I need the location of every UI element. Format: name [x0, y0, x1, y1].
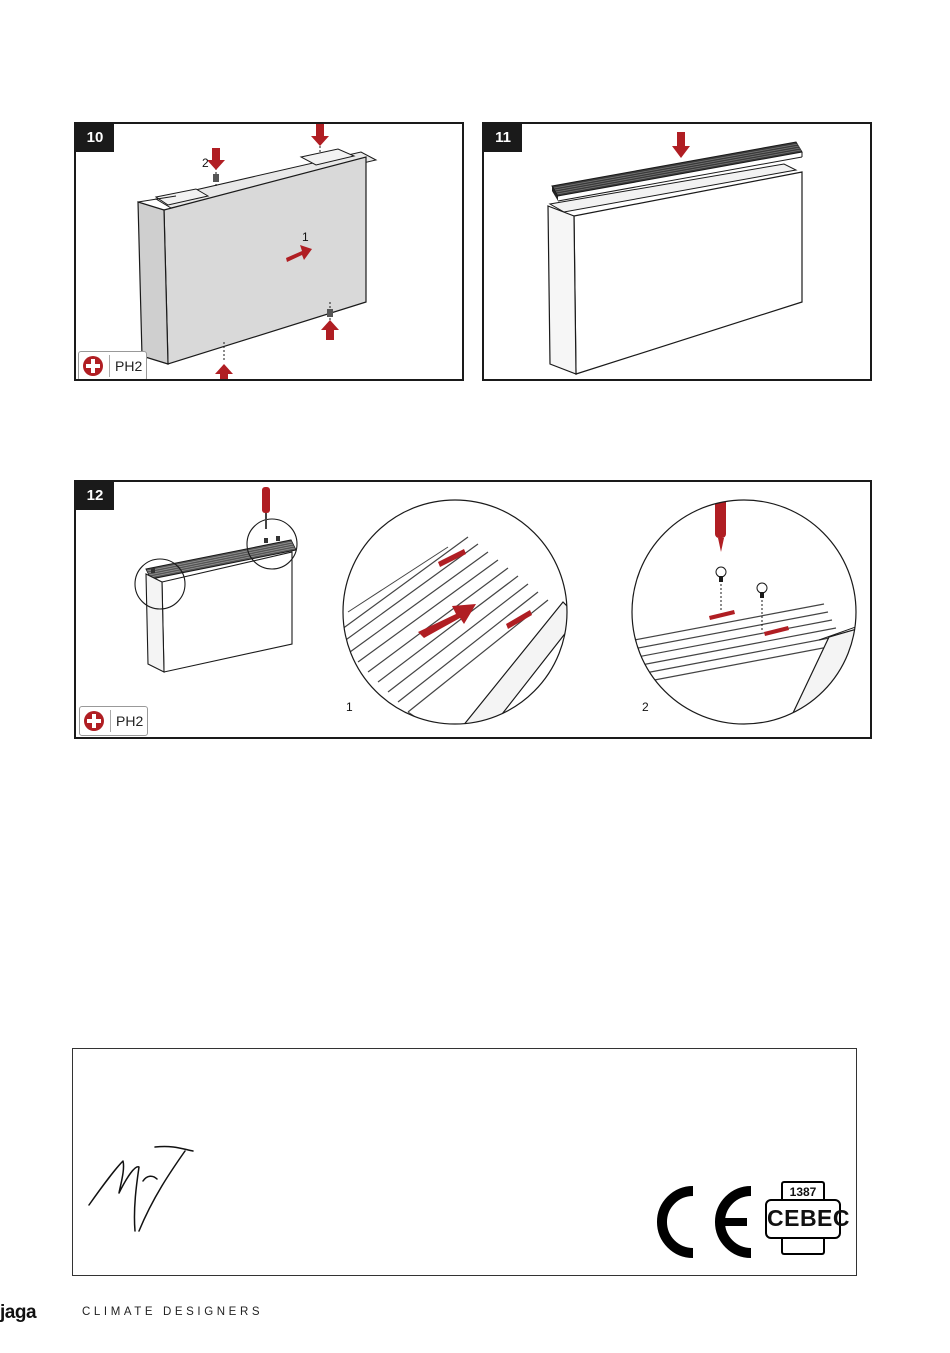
step-10-label-1: 1 [302, 230, 309, 244]
screw-icon [264, 538, 268, 543]
phillips-screwdriver-icon [83, 710, 105, 732]
step-10-tool-label: PH2 [115, 358, 142, 374]
step-12-detail-label-1: 1 [346, 700, 353, 714]
screw-icon [327, 309, 333, 317]
screw-icon [213, 174, 219, 182]
step-12-overview-illustration [116, 482, 356, 682]
step-10-label-2: 2 [202, 156, 209, 170]
ce-mark [657, 1185, 757, 1259]
cebec-text: CEBEC [765, 1199, 841, 1239]
step-12-detail-label-2: 2 [642, 700, 649, 714]
step-10-illustration [76, 124, 464, 381]
step-12-badge: 12 [76, 482, 114, 510]
screwdriver-icon [262, 487, 270, 529]
signature [83, 1141, 203, 1241]
step-12-tool-label: PH2 [116, 713, 143, 729]
certification-box: 1387 CEBEC [72, 1048, 857, 1276]
phillips-screwdriver-icon [82, 355, 104, 377]
step-12-detail-2-illustration [624, 492, 872, 732]
brand-logo: jaga [0, 1302, 36, 1324]
step-11-panel: 11 [482, 122, 872, 381]
cebec-mark: 1387 CEBEC [765, 1181, 841, 1259]
screw-icon [151, 568, 155, 573]
step-10-panel: 10 1 2 [74, 122, 464, 381]
step-10-tool-badge: PH2 [78, 351, 147, 381]
step-12-detail-1-illustration [338, 492, 588, 732]
red-arrow-icon [672, 132, 690, 158]
step-11-illustration [484, 124, 872, 381]
brand-tagline: CLIMATE DESIGNERS [82, 1306, 263, 1318]
screw-icon [276, 536, 280, 541]
cebec-number: 1387 [781, 1181, 825, 1199]
step-12-tool-badge: PH2 [79, 706, 148, 736]
step-12-panel: 12 [74, 480, 872, 739]
